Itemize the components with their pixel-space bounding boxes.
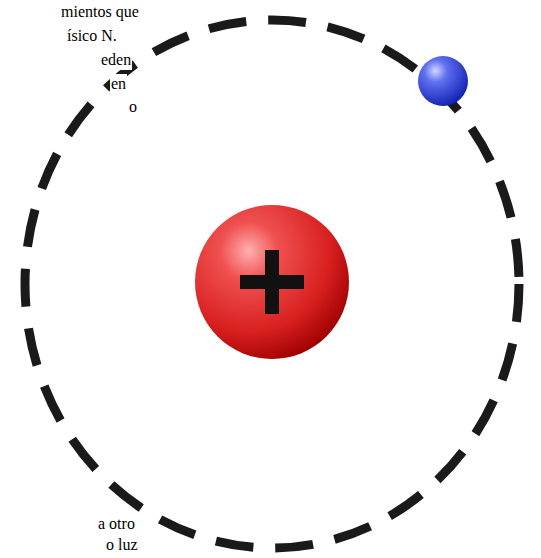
nucleus: [195, 205, 349, 359]
text-fragment: o: [128, 97, 138, 117]
electron: [418, 56, 468, 106]
text-fragment: o luz: [105, 535, 139, 555]
text-fragment: mientos que: [60, 2, 140, 22]
text-fragment: eden: [100, 50, 132, 70]
electron-orbit: [25, 20, 519, 548]
text-fragment: a otro: [97, 514, 136, 534]
text-fragment: en: [110, 74, 127, 94]
text-fragment: ísico N.: [66, 26, 118, 46]
plus-sign: [265, 250, 279, 314]
